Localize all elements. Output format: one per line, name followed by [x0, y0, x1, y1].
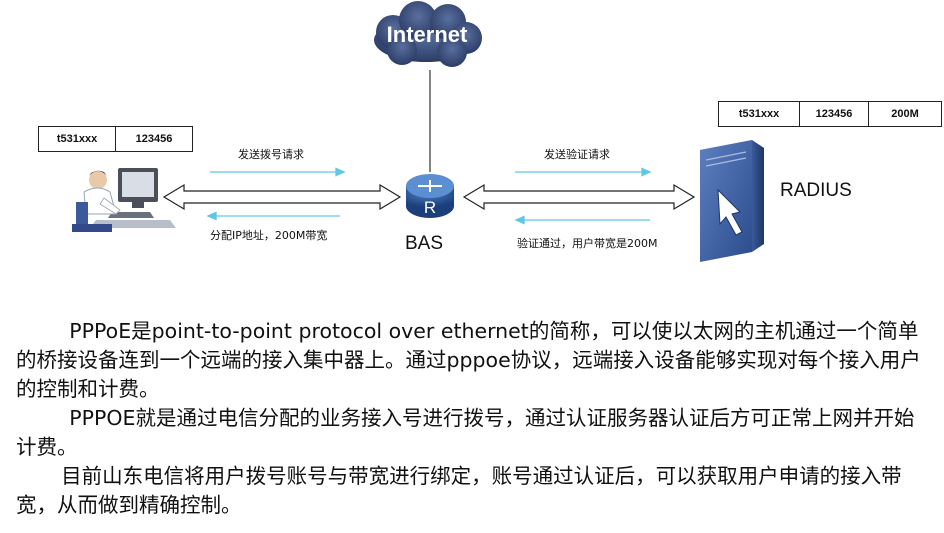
radius-username-cell: t531xxx [718, 101, 800, 127]
router-icon: R [406, 174, 454, 218]
dial-request-label: 发送拨号请求 [238, 148, 304, 161]
radius-credentials-table: t531xxx 123456 200M [718, 101, 942, 127]
radius-label: RADIUS [780, 180, 852, 201]
ip-assign-label: 分配IP地址，200M带宽 [210, 229, 328, 242]
internet-cloud-icon [374, 1, 482, 67]
svg-text:R: R [424, 198, 436, 217]
client-bas-link-arrow [162, 183, 402, 211]
auth-request-label: 发送验证请求 [544, 148, 610, 161]
user-computer-icon [72, 168, 176, 232]
radius-server-icon [700, 140, 764, 262]
client-credentials-table: t531xxx 123456 [38, 126, 193, 152]
description-paragraph: PPPoE是point-to-point protocol over ether… [16, 319, 921, 401]
radius-password-cell: 123456 [799, 101, 869, 127]
internet-label: Internet [387, 22, 468, 47]
description-paragraph: 目前山东电信将用户拨号账号与带宽进行绑定，账号通过认证后，可以获取用户申请的接入… [16, 464, 902, 517]
network-diagram: Internet R [72, 1, 764, 262]
description-text: PPPoE是point-to-point protocol over ether… [16, 317, 928, 520]
bas-radius-link-arrow [462, 183, 696, 211]
client-password-cell: 123456 [115, 126, 193, 152]
bas-label: BAS [405, 233, 444, 254]
client-username-cell: t531xxx [38, 126, 116, 152]
auth-response-label: 验证通过，用户带宽是200M [517, 237, 658, 250]
radius-bandwidth-cell: 200M [868, 101, 942, 127]
description-paragraph: PPPOE就是通过电信分配的业务接入号进行拨号，通过认证服务器认证后方可正常上网… [16, 406, 915, 459]
